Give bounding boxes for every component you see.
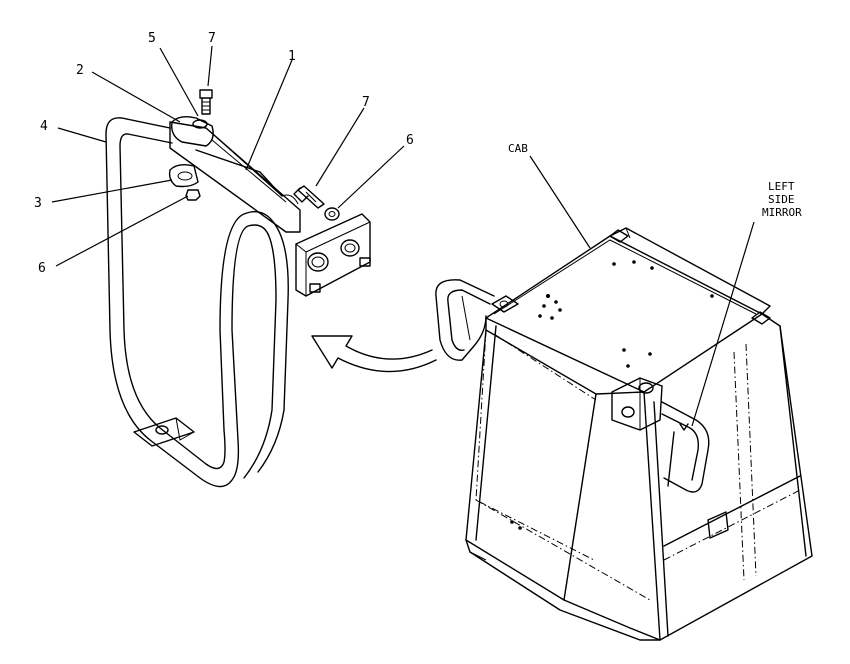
callout-4: 4: [40, 119, 48, 134]
mirror-bracket-assembly: [105, 89, 371, 488]
cab-front-wall: [643, 313, 813, 641]
cab-label: CAB: [508, 142, 528, 155]
tube-front: [243, 233, 277, 479]
tube-inner: [119, 133, 277, 470]
plate-hole-upper: [340, 239, 360, 257]
cab-bottom: [465, 539, 661, 641]
callout-3: 3: [34, 196, 42, 211]
bolt-7-right: [293, 185, 325, 209]
cab-roof: [485, 235, 763, 393]
leader-lines: [51, 45, 755, 427]
callout-2: 2: [76, 63, 84, 78]
callout-7-top: 7: [208, 31, 216, 46]
lower-clamp: [168, 163, 199, 188]
installed-bracket-left: [435, 279, 495, 361]
washer-5: [192, 119, 208, 129]
callout-7-right: 7: [362, 95, 370, 110]
cab-assembly: [435, 227, 813, 641]
callout-6-right: 6: [406, 133, 414, 148]
tube-front-inner: [257, 225, 289, 473]
washer-6-right: [324, 207, 340, 221]
callout-labels: 1 2 3 4 5 6 6 7 7 CAB LEFT SIDE MIRROR: [34, 31, 802, 276]
callout-1: 1: [288, 49, 296, 64]
tube-outer: [105, 117, 269, 488]
lower-mount-hole: [155, 425, 169, 435]
plate-hole-lower: [307, 252, 329, 272]
mirror-label-line1: LEFT: [768, 180, 795, 193]
direction-arrow: [311, 335, 437, 373]
cab-handle: [707, 511, 729, 539]
callout-5: 5: [148, 31, 156, 46]
mirror-label-line3: MIRROR: [762, 206, 802, 219]
mirror-label-line2: SIDE: [768, 193, 795, 206]
roof-holes: [538, 260, 714, 368]
upper-arm: [169, 121, 301, 233]
nut-6-left: [185, 189, 201, 201]
mounting-plate: [295, 213, 371, 297]
installed-mirror-tube: [661, 401, 710, 493]
top-clamp: [171, 115, 214, 147]
callout-6-left: 6: [38, 261, 46, 276]
